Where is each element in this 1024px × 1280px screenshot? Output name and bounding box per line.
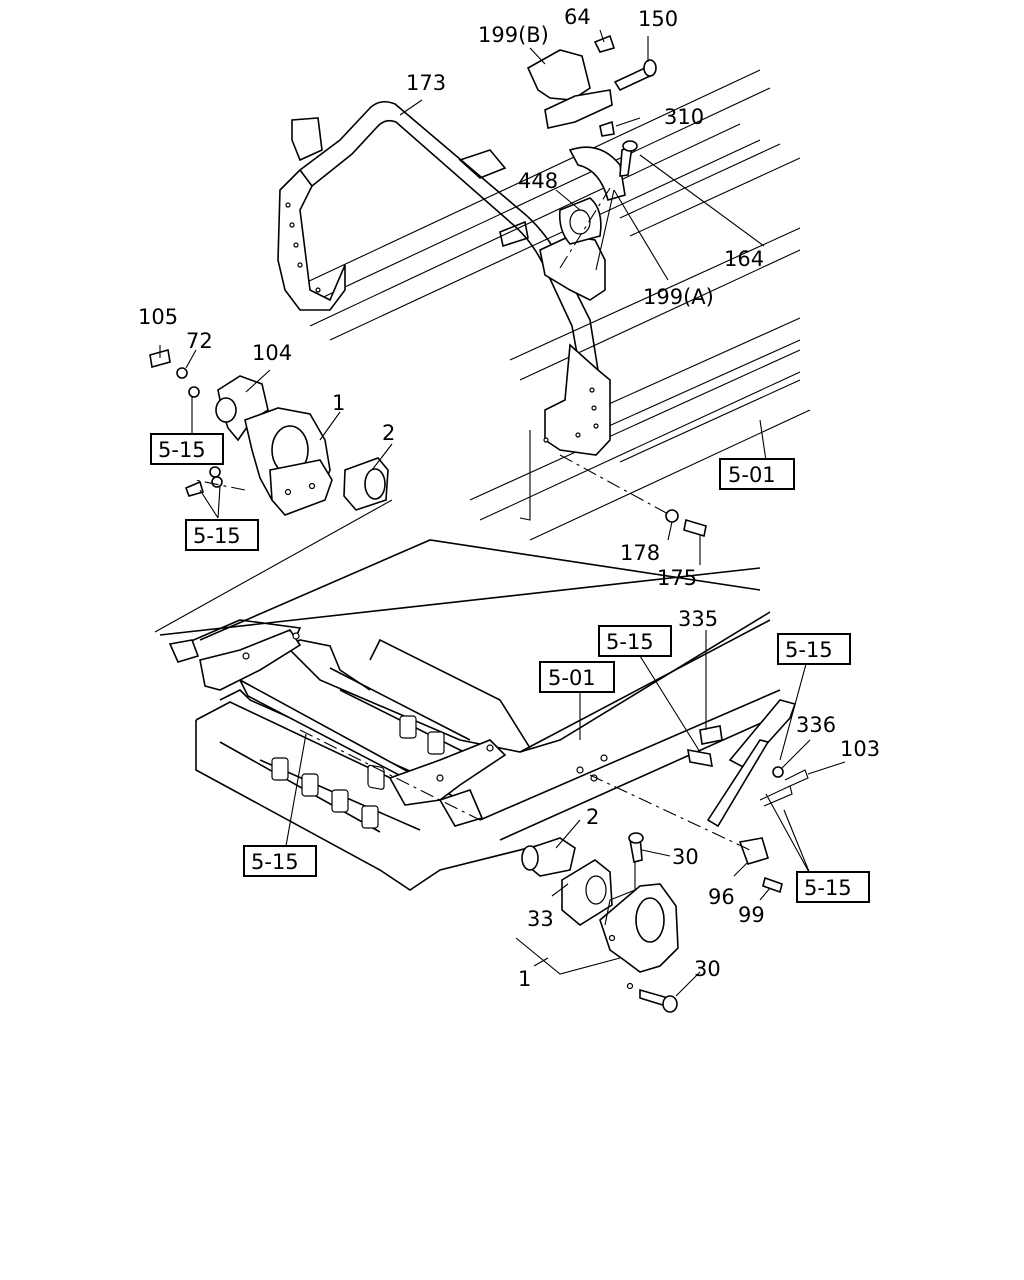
part-label-448: 448 [518,169,558,193]
part-label-30-lower: 30 [694,957,721,981]
lower-right-mount [521,832,679,1013]
upper-mount-assembly [526,34,657,301]
part-label-103: 103 [840,737,880,761]
reference-box-501-b-frame [539,661,615,693]
reference-box-501-b: 5-01 [548,666,596,690]
reference-box-515-f: 5-15 [804,876,852,900]
reference-box-501-a: 5-01 [728,463,776,487]
reference-box-515-e-frame [243,845,317,877]
part-label-30-upper: 30 [672,845,699,869]
upper-frame-rail [289,69,811,541]
center-lines [194,187,751,851]
right-bracket-assembly [687,699,809,894]
part-label-310: 310 [664,105,704,129]
part-label-1-top: 1 [332,391,345,415]
part-label-2-bottom: 2 [586,805,599,829]
part-label-175: 175 [657,566,697,590]
part-label-1-bottom: 1 [518,967,531,991]
part-label-2-top: 2 [382,421,395,445]
part-label-96: 96 [708,885,735,909]
part-label-199b: 199(B) [478,23,549,47]
part-label-72: 72 [186,329,213,353]
reference-box-515-b-frame [185,519,259,551]
part-label-173: 173 [406,71,446,95]
upper-bolts [665,509,707,538]
part-label-335: 335 [678,607,718,631]
lower-frame [159,539,791,891]
reference-box-515-b: 5-15 [193,524,241,548]
upper-left-mount [149,348,393,633]
reference-box-515-e: 5-15 [251,850,299,874]
reference-box-515-c-frame [598,625,672,657]
part-label-99: 99 [738,903,765,927]
part-label-164: 164 [724,247,764,271]
part-label-64: 64 [564,5,591,29]
part-label-104: 104 [252,341,292,365]
reference-box-515-d-frame [777,633,851,665]
reference-box-515-a: 5-15 [158,438,206,462]
reference-box-501-a-frame [719,458,795,490]
part-label-105: 105 [138,305,178,329]
leader-lines [159,29,846,997]
reference-box-515-c: 5-15 [606,630,654,654]
part-label-150: 150 [638,7,678,31]
part-label-199a: 199(A) [643,285,714,309]
reference-box-515-d: 5-15 [785,638,833,662]
part-label-33: 33 [527,907,554,931]
part-label-178: 178 [620,541,660,565]
reference-box-515-f-frame [796,871,870,903]
part-labels: 199(B) 64 150 173 310 448 164 199(A) 105… [138,5,880,991]
reference-box-515-a-frame [150,433,224,465]
part-label-336: 336 [796,713,836,737]
reference-boxes: 5-15 5-15 5-01 5-15 5-01 5-15 5-15 5-15 [150,433,870,903]
